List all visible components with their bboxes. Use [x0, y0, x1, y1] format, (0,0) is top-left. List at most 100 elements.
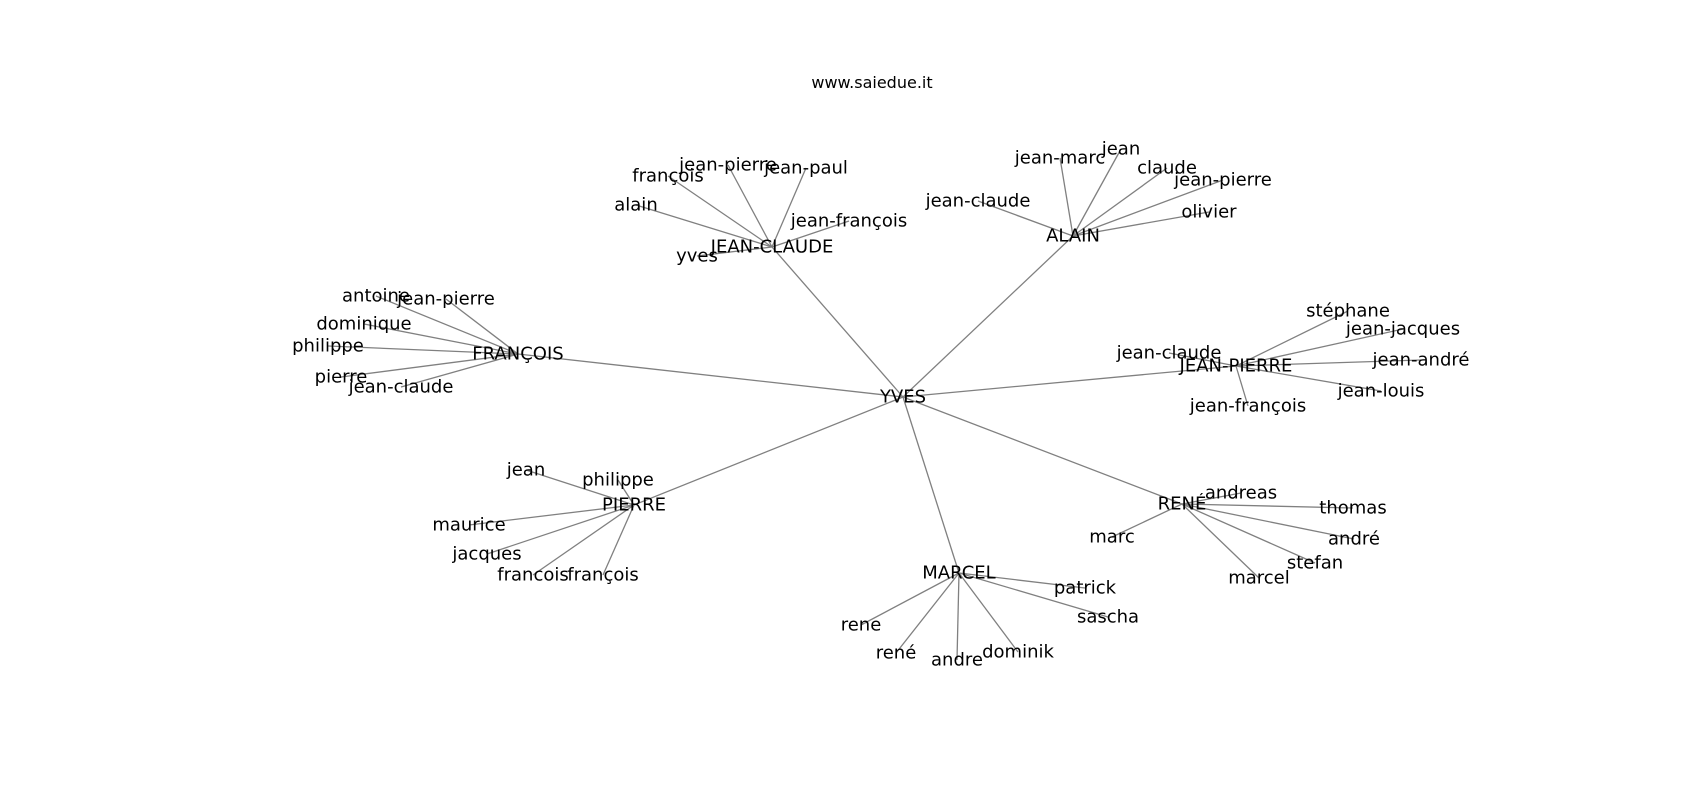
group-node-label: FRANÇOIS [472, 344, 563, 365]
child-node-label: jean-françois [790, 211, 907, 232]
child-node-label: olivier [1181, 202, 1237, 223]
edge-center-to-group [902, 235, 1074, 398]
child-node-label: thomas [1319, 498, 1386, 519]
center-node-label: YVES [879, 387, 926, 408]
labels-layer: YVESJEAN-CLAUDEalainfrançoisjean-pierrej… [292, 139, 1469, 671]
child-node-label: jean-claude [925, 191, 1031, 212]
child-node-label: jean-pierre [678, 155, 777, 176]
child-node-label: alain [614, 195, 657, 216]
group-node-label: JEAN-PIERRE [1179, 356, 1293, 377]
group-node-label: PIERRE [602, 495, 666, 516]
child-node-label: patrick [1054, 578, 1117, 599]
edge-group-to-child [1181, 503, 1355, 540]
edge-group-to-child [977, 200, 1074, 237]
group-node-label: JEAN-CLAUDE [710, 237, 834, 258]
edge-group-to-child [895, 572, 960, 654]
child-node-label: jean-pierre [1173, 170, 1272, 191]
edge-group-to-child [1072, 179, 1224, 237]
edge-group-to-child [860, 572, 960, 626]
child-node-label: françois [632, 166, 703, 187]
child-node-label: jean [506, 460, 546, 481]
child-node-label: francois [497, 565, 568, 586]
child-node-label: stefan [1287, 553, 1343, 574]
child-node-label: stéphane [1306, 301, 1390, 322]
edge-center-to-group [902, 396, 1183, 505]
edge-group-to-child [445, 298, 519, 355]
edge-group-to-child [617, 479, 635, 506]
edge-group-to-child [1072, 167, 1168, 237]
edge-group-to-child [375, 295, 519, 355]
child-node-label: marc [1089, 527, 1134, 548]
edge-group-to-child [958, 572, 1019, 653]
child-node-label: jean-andré [1372, 350, 1470, 371]
edge-group-to-child [1181, 492, 1242, 505]
edge-group-to-child [958, 572, 1109, 618]
edges-layer [327, 148, 1422, 661]
child-node-label: rene [841, 615, 882, 636]
child-node-label: philippe [582, 470, 654, 491]
diagram-title: www.saiedue.it [811, 73, 932, 92]
edge-group-to-child [1059, 157, 1074, 237]
child-node-label: maurice [432, 515, 505, 536]
edge-group-to-child [486, 504, 635, 555]
edge-group-to-child [696, 246, 773, 257]
edge-group-to-child [1235, 365, 1249, 407]
edge-group-to-child [363, 323, 519, 355]
child-node-label: antoine [342, 286, 410, 307]
edge-group-to-child [1181, 503, 1316, 564]
edge-group-to-child [532, 504, 635, 576]
child-node-label: jean [1101, 139, 1141, 160]
child-node-label: françois [567, 565, 638, 586]
edge-center-to-group [902, 396, 960, 574]
child-node-label: jean-paul [763, 158, 848, 179]
child-node-label: philippe [292, 336, 364, 357]
edge-group-to-child [1111, 503, 1183, 538]
child-node-label: jean-louis [1337, 381, 1425, 402]
edge-group-to-child [1235, 365, 1382, 392]
edge-center-to-group [771, 246, 904, 398]
child-node-label: jean-claude [1116, 343, 1222, 364]
child-node-label: rené [876, 643, 917, 664]
edge-group-to-child [667, 175, 773, 248]
group-node-label: ALAIN [1046, 226, 1100, 247]
child-node-label: jean-françois [1189, 396, 1306, 417]
edge-group-to-child [1235, 310, 1349, 367]
child-node-label: jean-jacques [1345, 319, 1460, 340]
group-node-label: RENÉ [1158, 493, 1207, 515]
child-node-label: andré [1328, 529, 1380, 550]
child-node-label: dominik [982, 642, 1054, 663]
child-node-label: andreas [1205, 483, 1277, 504]
edge-group-to-child [468, 504, 635, 526]
edge-group-to-child [1168, 352, 1237, 367]
edge-group-to-child [956, 572, 960, 661]
child-node-label: sascha [1077, 607, 1139, 628]
child-node-label: pierre [315, 367, 368, 388]
child-node-label: andre [931, 650, 983, 671]
edge-group-to-child [958, 572, 1086, 589]
child-node-label: jean-marc [1014, 148, 1105, 169]
edge-group-to-child [340, 353, 519, 378]
edge-center-to-group [633, 396, 904, 506]
edge-group-to-child [1235, 328, 1404, 367]
child-node-label: jean-pierre [396, 289, 495, 310]
edge-group-to-child [771, 220, 850, 248]
edge-group-to-child [771, 167, 807, 248]
child-node-label: yves [676, 246, 718, 267]
child-node-label: jacques [451, 544, 521, 565]
child-node-label: marcel [1228, 568, 1290, 589]
edge-group-to-child [1181, 503, 1354, 509]
edge-center-to-group [517, 353, 904, 398]
edge-group-to-child [1072, 148, 1122, 237]
edge-center-to-group [902, 365, 1237, 398]
edge-group-to-child [635, 204, 773, 248]
child-node-label: jean-claude [348, 377, 454, 398]
child-node-label: dominique [316, 314, 411, 335]
edge-group-to-child [327, 345, 519, 355]
group-node-label: MARCEL [922, 563, 995, 584]
edge-group-to-child [727, 164, 773, 248]
edge-group-to-child [602, 504, 635, 576]
edge-group-to-child [1235, 359, 1422, 367]
edge-group-to-child [525, 469, 635, 506]
edge-group-to-child [1072, 211, 1210, 237]
